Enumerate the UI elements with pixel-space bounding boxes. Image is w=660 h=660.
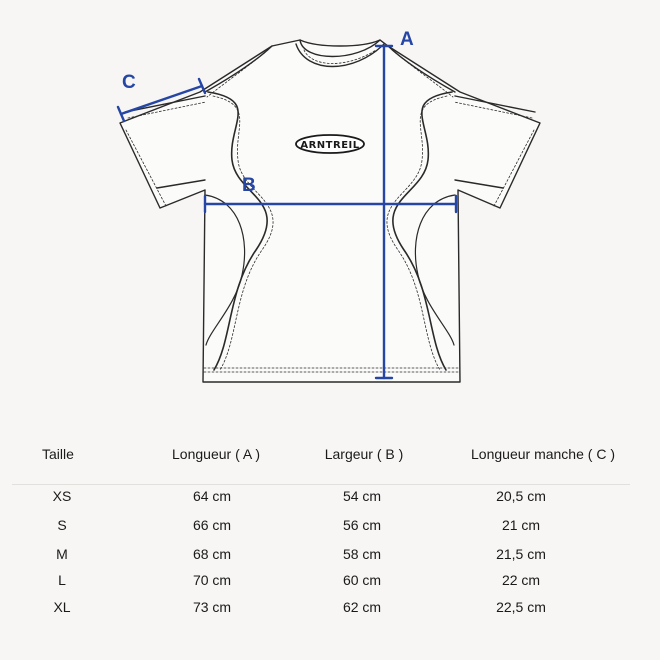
measure-label-a: A (400, 29, 414, 50)
cell-width: 56 cm (342, 517, 382, 533)
cell-size: XS (52, 488, 72, 504)
cell-width: 58 cm (342, 546, 382, 562)
cell-sleeve: 20,5 cm (496, 488, 546, 504)
cell-width: 60 cm (342, 572, 382, 588)
header-longueur-manche: Longueur manche ( C ) (471, 446, 615, 462)
collar (299, 39, 381, 58)
cell-length: 73 cm (192, 599, 232, 615)
tshirt-outline (119, 39, 541, 383)
measure-label-c: C (122, 72, 136, 93)
right-body-panel (392, 91, 453, 371)
header-longueur: Longueur ( A ) (172, 446, 260, 462)
cell-length: 68 cm (192, 546, 232, 562)
cell-size: XL (53, 599, 71, 615)
cell-length: 70 cm (192, 572, 232, 588)
left-body-panel (207, 91, 268, 371)
cell-length: 66 cm (192, 517, 232, 533)
cell-sleeve: 21 cm (501, 517, 541, 533)
cell-sleeve: 22,5 cm (496, 599, 546, 615)
cell-size: L (58, 572, 66, 588)
header-taille: Taille (42, 446, 74, 462)
table-divider (12, 484, 630, 485)
cell-size: M (56, 546, 68, 562)
tshirt-diagram: ARNTREIL (116, 39, 541, 383)
cell-width: 62 cm (342, 599, 382, 615)
cell-width: 54 cm (342, 488, 382, 504)
cell-length: 64 cm (192, 488, 232, 504)
measure-line-c (119, 84, 204, 116)
logo-mark: ARNTREIL (295, 134, 365, 154)
cell-sleeve: 22 cm (501, 572, 541, 588)
cell-sleeve: 21,5 cm (496, 546, 546, 562)
logo-text: ARNTREIL (300, 140, 359, 151)
header-largeur: Largeur ( B ) (324, 446, 404, 462)
cell-size: S (57, 517, 67, 533)
measure-label-b: B (242, 175, 256, 196)
